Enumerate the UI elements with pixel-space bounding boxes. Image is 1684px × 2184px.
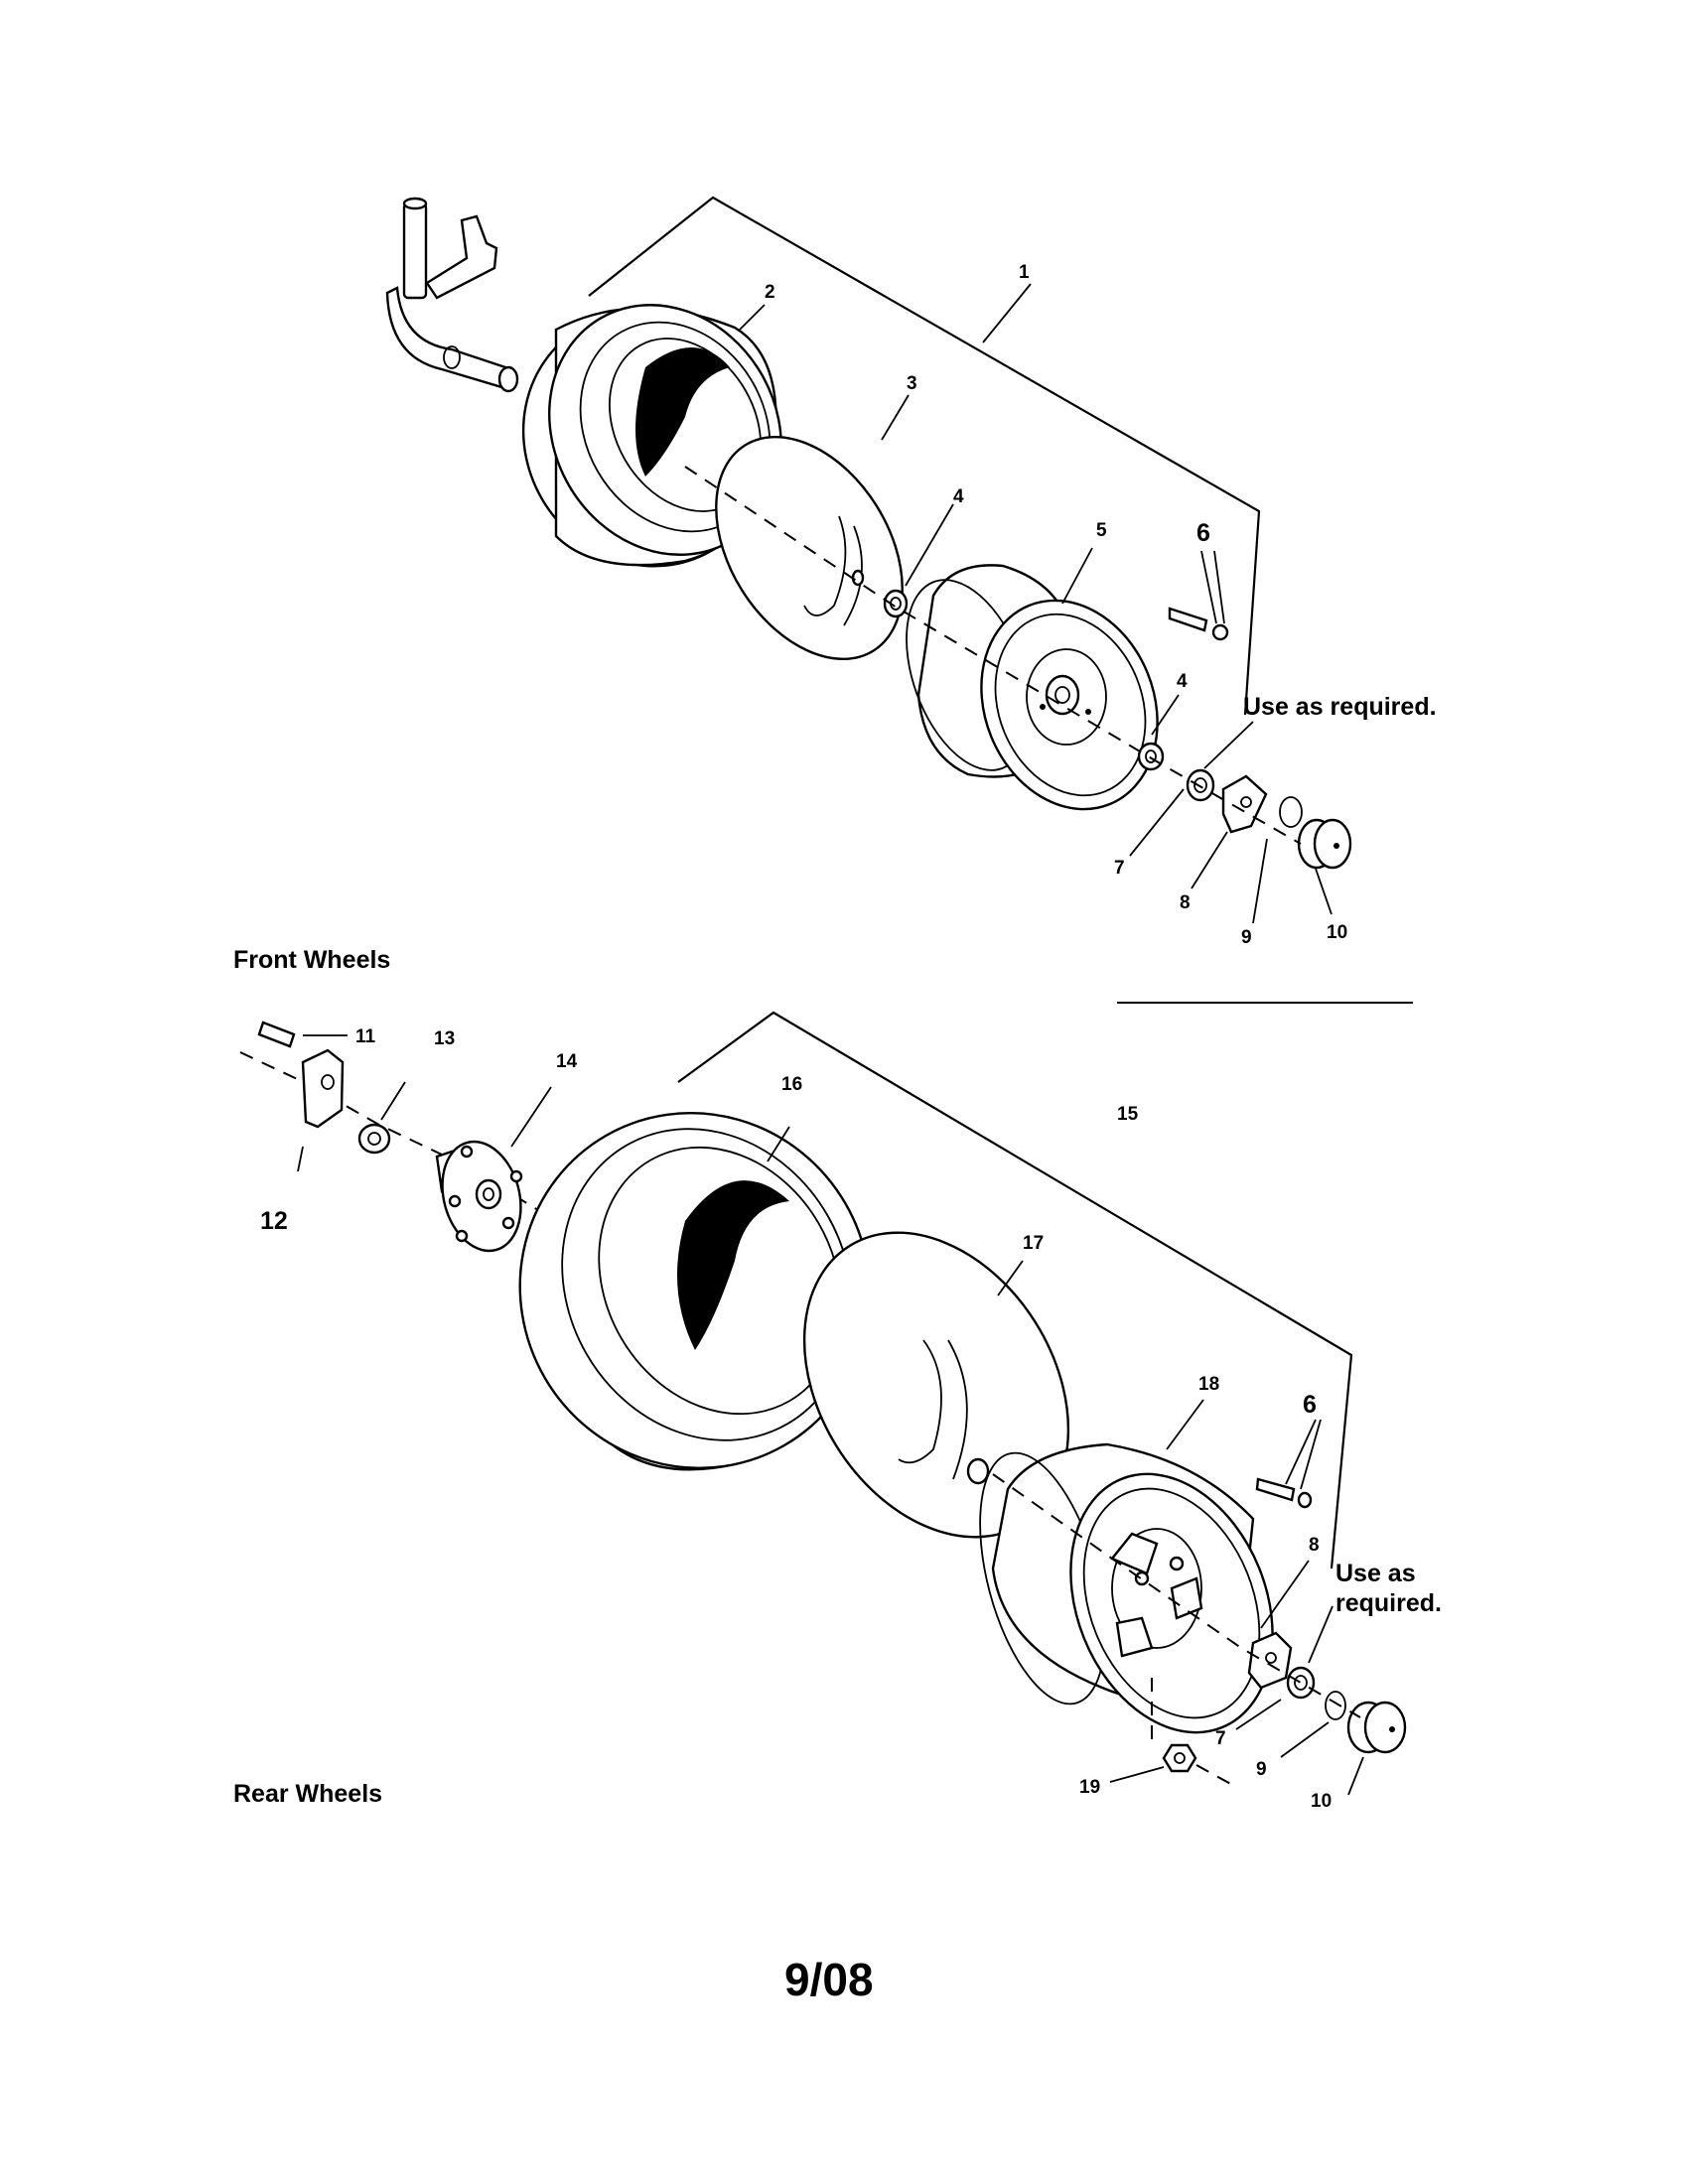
rear-callout-15: 15 [1117, 1104, 1139, 1125]
rear-callout-12: 12 [260, 1207, 288, 1235]
rear-callout-9: 9 [1256, 1759, 1267, 1780]
front-callout-2: 2 [765, 282, 775, 303]
front-washer [1186, 768, 1215, 802]
rear-washer-13 [357, 1123, 391, 1155]
rear-snap-ring [1325, 1691, 1346, 1720]
rear-tube [802, 1231, 1070, 1539]
front-wheels-title: Front Wheels [233, 946, 390, 974]
front-bearing-outer [1137, 742, 1165, 771]
rear-hub-cap [1346, 1701, 1407, 1754]
rear-spacer-plate [1247, 1631, 1293, 1690]
rear-callout-17: 17 [1023, 1233, 1044, 1254]
rear-callout-10: 10 [1311, 1791, 1332, 1812]
front-rim [906, 564, 1159, 811]
front-callout-4: 4 [953, 486, 964, 507]
front-spacer-plate [1221, 774, 1268, 834]
rear-callout-13: 13 [434, 1028, 455, 1049]
rear-callout-18: 18 [1198, 1374, 1219, 1395]
page-number: 9/08 [784, 1954, 874, 2005]
rear-washer [1286, 1666, 1316, 1700]
rear-callout-19: 19 [1079, 1777, 1100, 1798]
front-callout-9: 9 [1241, 927, 1252, 948]
front-bearing-inner [883, 589, 909, 618]
rear-callout-7: 7 [1215, 1728, 1226, 1749]
rear-lug-nut [1162, 1743, 1197, 1773]
rear-use-note-line1: Use as [1335, 1560, 1416, 1587]
front-use-note: Use as required. [1243, 693, 1437, 721]
rear-tire [518, 1112, 872, 1471]
front-callout-4b: 4 [1177, 671, 1188, 692]
rear-callout-6: 6 [1303, 1391, 1317, 1419]
rear-use-note-line2: required. [1335, 1589, 1442, 1617]
rear-callout-16: 16 [781, 1074, 802, 1095]
front-tube [715, 435, 904, 661]
rear-wheel-assembly [239, 1011, 1407, 1796]
rear-wheels-title: Rear Wheels [233, 1780, 382, 1808]
front-callout-5: 5 [1096, 520, 1107, 541]
front-valve-stem [1168, 607, 1208, 632]
rear-callout-11: 11 [355, 1026, 376, 1047]
front-callout-6: 6 [1196, 519, 1210, 547]
rear-valve-stem [1255, 1477, 1296, 1502]
front-callout-7: 7 [1114, 858, 1125, 879]
rear-key [257, 1021, 296, 1048]
rear-rim [979, 1442, 1274, 1734]
rear-callout-14: 14 [556, 1051, 578, 1072]
front-wheel-assembly [385, 196, 1352, 924]
front-callout-1: 1 [1019, 262, 1030, 283]
front-callout-8: 8 [1180, 892, 1191, 913]
rear-axle-bracket [301, 1048, 345, 1129]
front-callout-10: 10 [1327, 922, 1347, 943]
rear-hub [435, 1140, 523, 1253]
front-hub-cap [1297, 818, 1352, 870]
front-snap-ring [1279, 796, 1303, 828]
front-spindle [385, 197, 519, 393]
rear-callout-8: 8 [1309, 1535, 1320, 1556]
front-callout-3: 3 [907, 373, 917, 394]
